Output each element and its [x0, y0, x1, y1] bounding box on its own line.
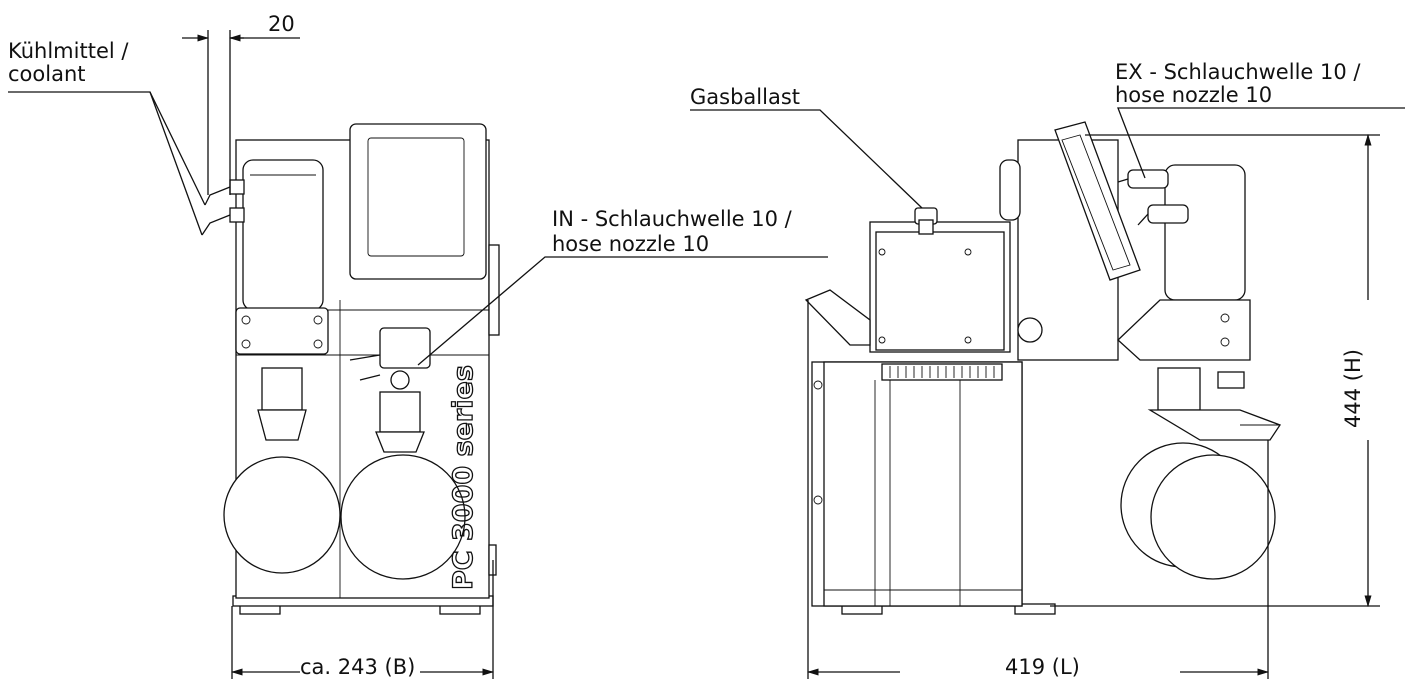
length-dim: 419 (L) — [1005, 655, 1080, 679]
inlet-label-de: IN - Schlauchwelle 10 / — [552, 207, 793, 231]
coolant-spacing-dim: 20 — [268, 12, 295, 36]
outlet-leader — [1117, 107, 1405, 179]
inlet-label-en: hose nozzle 10 — [552, 232, 709, 256]
coolant-leader — [8, 91, 206, 206]
height-dim: 444 (H) — [1341, 349, 1365, 428]
coolant-label-en: coolant — [8, 62, 86, 86]
side-view — [804, 121, 1281, 615]
gasballast-label: Gasballast — [690, 85, 800, 109]
outlet-label-de: EX - Schlauchwelle 10 / — [1115, 60, 1361, 84]
width-dim: ca. 243 (B) — [300, 655, 415, 679]
outlet-label-en: hose nozzle 10 — [1115, 83, 1272, 107]
gasballast-leader — [690, 109, 923, 209]
front-view: PC 3000 series — [201, 123, 500, 615]
series-label: PC 3000 series — [448, 365, 479, 590]
inlet-leader — [417, 256, 828, 366]
coolant-label-de: Kühlmittel / — [8, 39, 129, 63]
